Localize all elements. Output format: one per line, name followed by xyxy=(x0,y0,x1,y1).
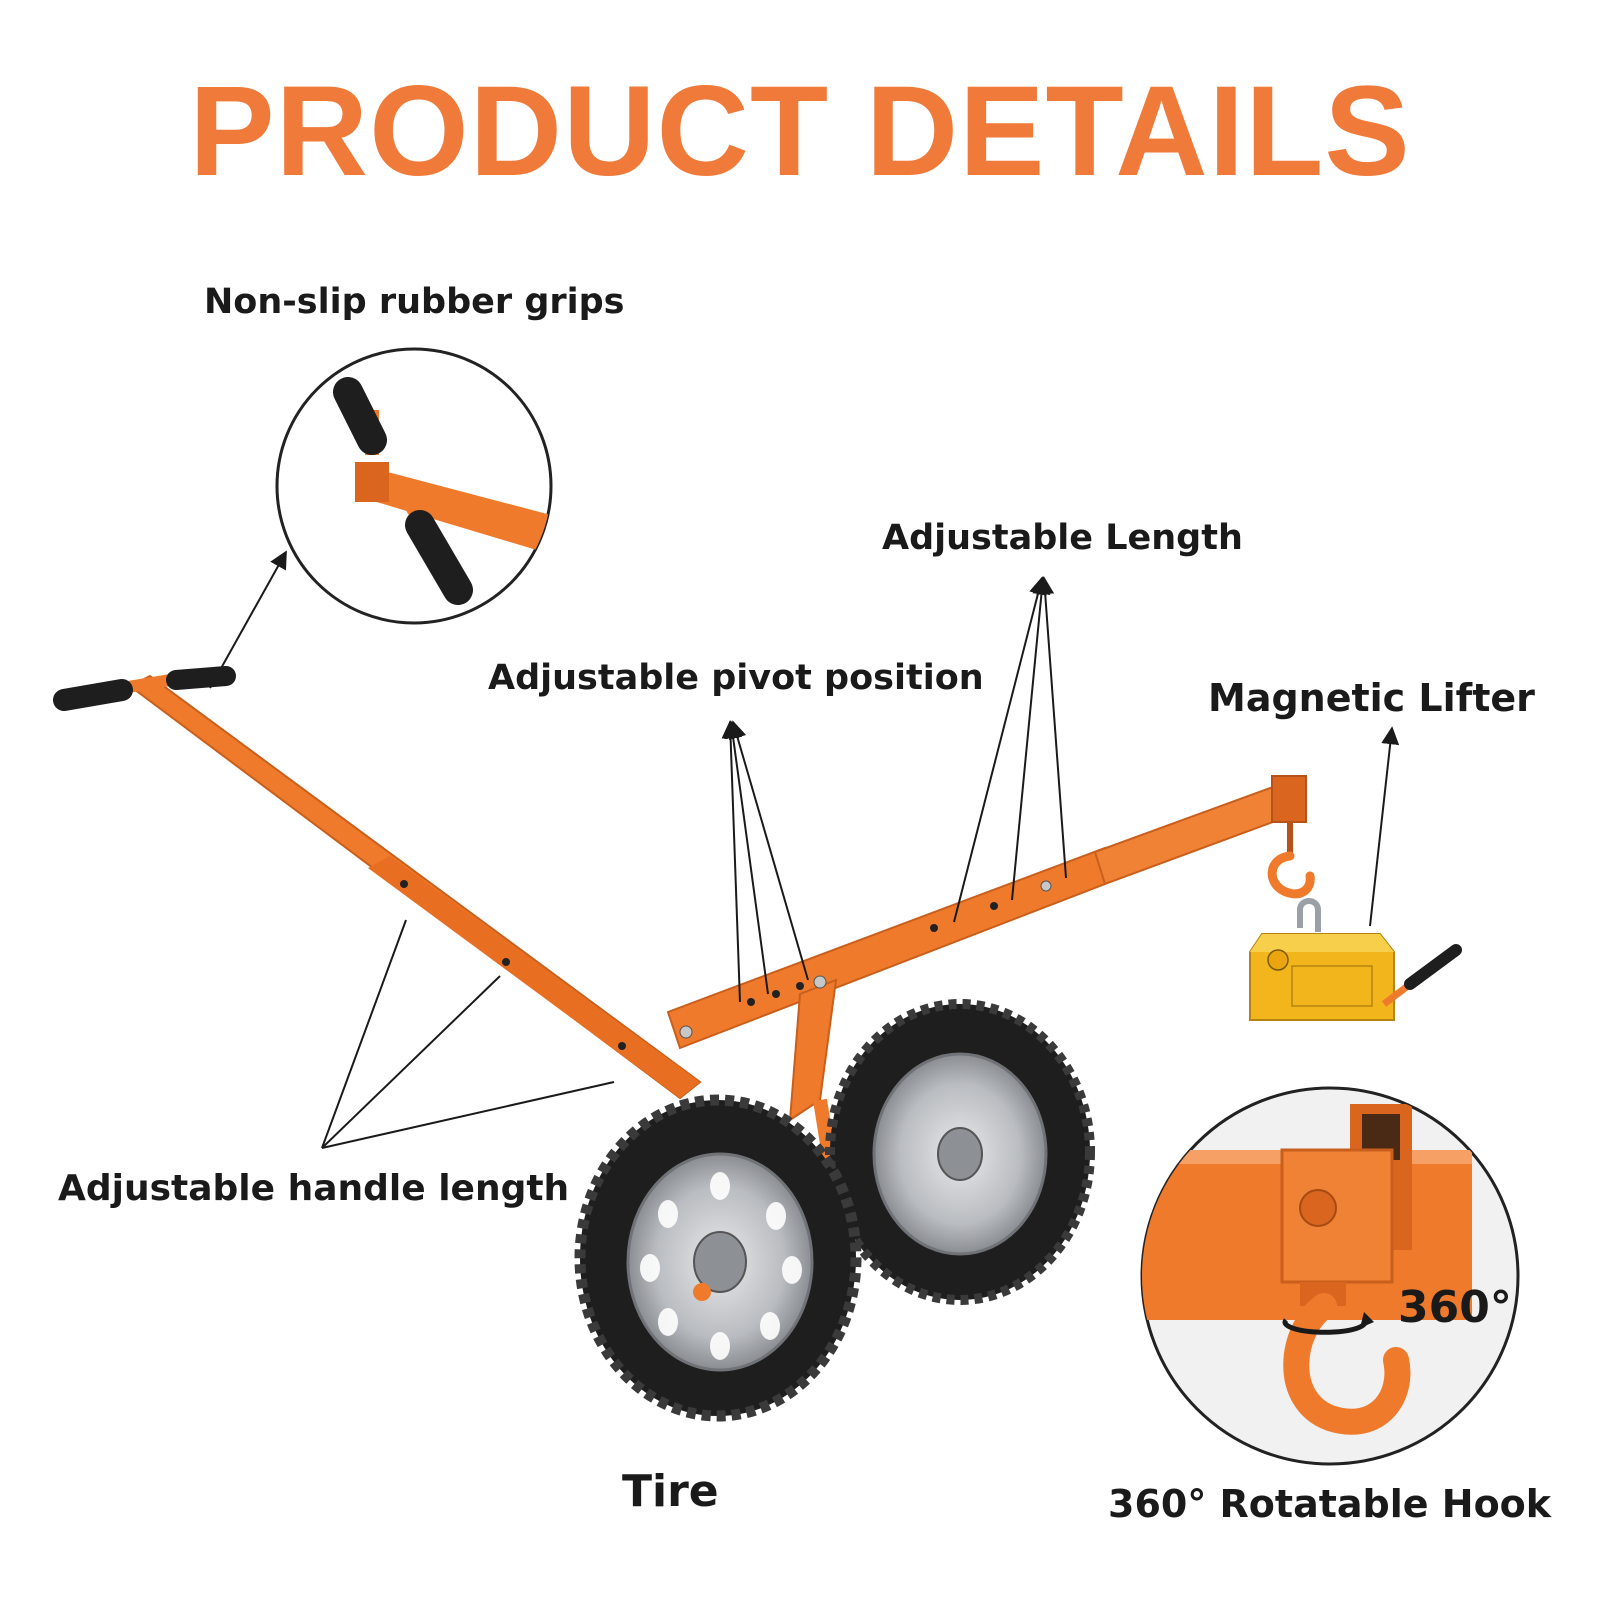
label-rotatable-hook: 360° Rotatable Hook xyxy=(1108,1482,1552,1526)
label-handle-length: Adjustable handle length xyxy=(58,1168,570,1209)
label-magnetic-lifter: Magnetic Lifter xyxy=(1208,676,1535,720)
label-tire: Tire xyxy=(622,1466,719,1517)
rubber-grip-icon xyxy=(405,510,473,605)
hook-icon xyxy=(1267,822,1315,899)
label-hook-degrees: 360° xyxy=(1398,1282,1512,1333)
magnet-pointer xyxy=(1369,726,1400,927)
handle-pointers xyxy=(321,919,615,1149)
wheel-icon xyxy=(825,999,1095,1305)
length-pointers xyxy=(953,576,1067,923)
rubber-grip-icon xyxy=(53,679,133,711)
label-pivot-position: Adjustable pivot position xyxy=(488,658,984,698)
grip-zoom-circle xyxy=(275,347,553,625)
grip-pointer xyxy=(209,550,287,689)
rubber-grip-icon xyxy=(333,377,387,455)
lifter-frame xyxy=(53,666,1307,1299)
magnet-icon xyxy=(1249,898,1462,1021)
hook-zoom-circle xyxy=(1140,1086,1520,1466)
label-adjustable-length: Adjustable Length xyxy=(882,518,1243,558)
pivot-pointers xyxy=(721,720,809,1003)
label-grips: Non-slip rubber grips xyxy=(204,282,625,322)
rubber-grip-icon xyxy=(166,666,236,690)
page-title: PRODUCT DETAILS xyxy=(189,60,1411,203)
wheel-icon xyxy=(574,1094,862,1422)
